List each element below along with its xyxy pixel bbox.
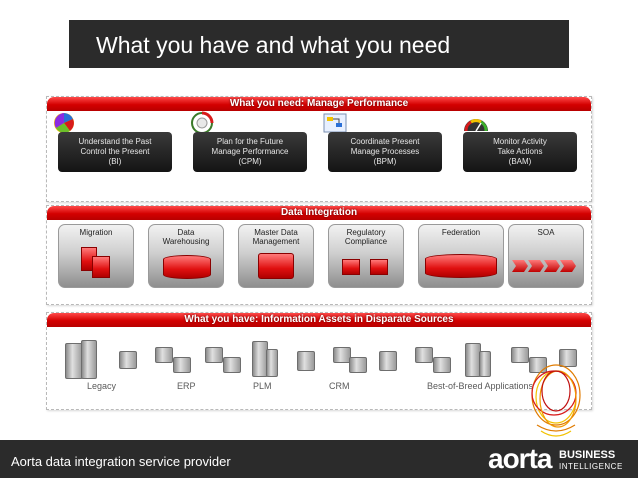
performance-header: What you need: Manage Performance <box>47 97 591 111</box>
perf-item-line1: Coordinate Present <box>350 137 420 146</box>
di-item-line1: Regulatory <box>346 228 386 237</box>
logo-line1: BUSINESS <box>559 449 616 461</box>
performance-band: What you need: Manage Performance Unders… <box>46 96 592 202</box>
perf-item-line2: Manage Processes <box>350 147 420 156</box>
di-item-line1: Migration <box>79 228 113 237</box>
pie-chart-icon <box>54 113 74 133</box>
perf-item-bam: Monitor Activity Take Actions (BAM) <box>463 132 577 172</box>
compliance-block-icon <box>342 259 360 275</box>
cylinder-icon <box>163 255 211 279</box>
perf-item-line1: Monitor Activity <box>493 137 547 146</box>
cylinder-icon <box>425 254 497 278</box>
source-label-best-of-breed: Best-of-Breed Applications <box>427 381 534 391</box>
gauge-icon <box>464 119 488 132</box>
chevron-chain-icon <box>512 260 576 272</box>
source-label-crm: CRM <box>329 381 350 391</box>
perf-item-cpm: Plan for the Future Manage Performance (… <box>193 132 307 172</box>
source-label-plm: PLM <box>253 381 272 391</box>
source-label-erp: ERP <box>177 381 196 391</box>
cycle-icon <box>191 111 214 134</box>
slide-title-bar: What you have and what you need <box>69 20 569 68</box>
di-item-line2: Warehousing <box>162 237 210 246</box>
perf-item-line2: Control the Present <box>80 147 150 156</box>
di-item-line1: Master Data <box>254 228 298 237</box>
logo-line2: INTELLIGENCE <box>559 462 623 471</box>
slide-title: What you have and what you need <box>96 32 451 58</box>
di-item-line2: Compliance <box>344 237 388 246</box>
di-item-compliance: Regulatory Compliance <box>328 224 404 288</box>
source-label-legacy: Legacy <box>87 381 117 391</box>
di-item-migration: Migration <box>58 224 134 288</box>
perf-item-line3: (BI) <box>108 157 122 166</box>
perf-item-line3: (BAM) <box>508 157 532 166</box>
perf-item-line1: Understand the Past <box>78 137 152 146</box>
master-block-icon <box>258 253 294 279</box>
perf-item-line3: (BPM) <box>373 157 397 166</box>
perf-item-line2: Take Actions <box>497 147 543 156</box>
perf-item-line1: Plan for the Future <box>216 137 284 146</box>
footer-bar: Aorta data integration service provider … <box>0 440 638 478</box>
di-item-line1: SOA <box>537 228 555 237</box>
di-item-federation: Federation <box>418 224 504 288</box>
scribble-tangle-icon <box>531 364 581 437</box>
sources-header: What you have: Information Assets in Dis… <box>47 313 591 327</box>
di-item-warehousing: Data Warehousing <box>148 224 224 288</box>
logo-word: aorta <box>488 443 552 474</box>
perf-item-line2: Manage Performance <box>211 147 289 156</box>
perf-item-line3: (CPM) <box>238 157 262 166</box>
perf-item-bpm: Coordinate Present Manage Processes (BPM… <box>328 132 442 172</box>
integration-band: Data Integration Migration Data Warehous… <box>46 205 592 305</box>
di-item-line1: Data <box>177 228 195 237</box>
sources-band: What you have: Information Assets in Dis… <box>46 312 592 410</box>
di-item-line2: Management <box>252 237 300 246</box>
integration-header: Data Integration <box>47 206 591 220</box>
migration-block-icon <box>92 256 110 278</box>
perf-item-bi: Understand the Past Control the Present … <box>58 132 172 172</box>
compliance-block-icon <box>370 259 388 275</box>
di-item-soa: SOA <box>508 224 584 288</box>
di-item-mdm: Master Data Management <box>238 224 314 288</box>
di-item-line1: Federation <box>441 228 481 237</box>
footer-text: Aorta data integration service provider <box>11 454 231 469</box>
